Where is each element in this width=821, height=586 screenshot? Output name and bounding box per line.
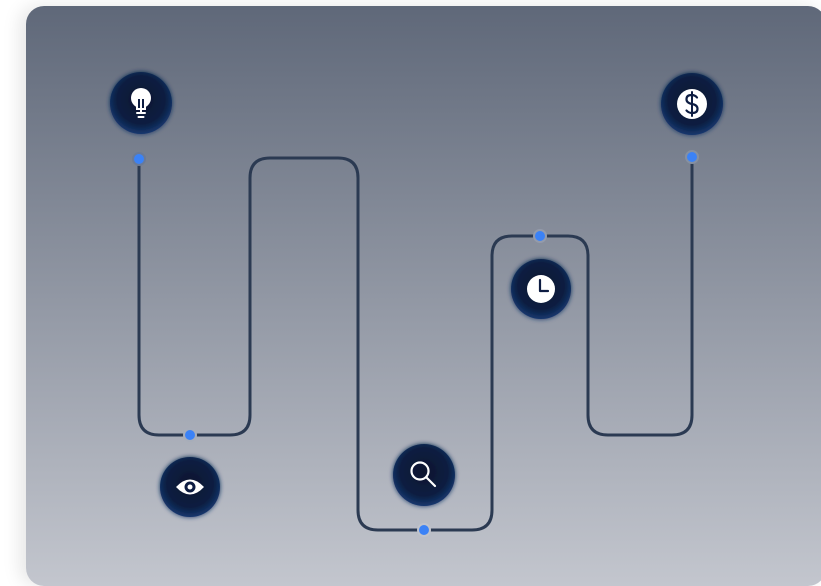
step-node-eye[interactable]: [160, 457, 220, 517]
dollar-icon: [677, 89, 707, 119]
lightbulb-icon: [131, 88, 151, 118]
step-node-clock[interactable]: [511, 259, 571, 319]
clock-icon: [527, 275, 555, 303]
connector-dot: [417, 523, 431, 537]
eye-icon: [176, 479, 204, 495]
connector-dot: [183, 428, 197, 442]
step-node-lightbulb[interactable]: [110, 72, 172, 134]
connector-dot: [685, 150, 699, 164]
connector-dot: [533, 229, 547, 243]
connector-dots: [132, 150, 699, 537]
step-node-search[interactable]: [393, 444, 455, 506]
process-diagram: [110, 72, 723, 537]
connector-dot: [132, 152, 146, 166]
step-node-dollar[interactable]: [661, 73, 723, 135]
search-icon: [410, 461, 437, 488]
